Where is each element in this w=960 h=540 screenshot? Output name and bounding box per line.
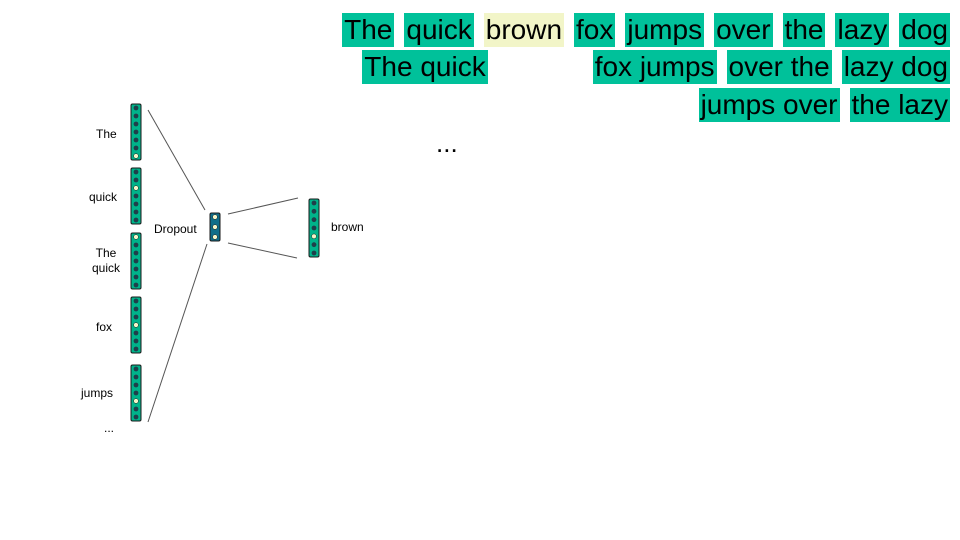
input-vector-fox-dot-1 bbox=[133, 306, 139, 312]
input-vector-the-quick-dot-5 bbox=[133, 274, 139, 280]
token-jumps-over: jumps over bbox=[698, 88, 840, 122]
input-vector-quick-dot-2 bbox=[133, 185, 139, 191]
output-vector-brown-dot-6 bbox=[311, 250, 317, 256]
token-over: over bbox=[714, 13, 773, 47]
token-brown-target: brown bbox=[483, 13, 565, 47]
input-vector-fox-dot-5 bbox=[133, 338, 139, 344]
sentence-row-2: The quick fox jumps over the lazy dog bbox=[362, 50, 950, 84]
input-vector-the-quick-dot-1 bbox=[133, 242, 139, 248]
input-label-the-quick: The quick bbox=[91, 246, 120, 275]
input-vector-the-quick-dot-6 bbox=[133, 282, 139, 288]
sentence-row-1: The quick brown fox jumps over the lazy … bbox=[342, 13, 950, 47]
output-vector-brown bbox=[308, 198, 320, 258]
input-vector-jumps-dot-6 bbox=[133, 414, 139, 420]
input-label-quick: quick bbox=[89, 190, 118, 204]
input-vector-jumps-dot-1 bbox=[133, 374, 139, 380]
token-quick: quick bbox=[404, 13, 474, 47]
input-label-jumps: jumps bbox=[81, 386, 114, 400]
input-vector-the-quick-dot-0 bbox=[133, 234, 139, 240]
dropout-vector-dot-0 bbox=[212, 214, 218, 220]
line-dropout-to-output-top bbox=[227, 197, 299, 215]
dropout-vector-dot-1 bbox=[212, 224, 218, 230]
input-vector-quick bbox=[130, 167, 142, 225]
dropout-vector bbox=[209, 212, 221, 242]
input-label-the: The bbox=[96, 127, 117, 141]
input-vector-quick-dot-5 bbox=[133, 209, 139, 215]
more-rows-ellipsis: ... bbox=[436, 128, 458, 158]
line-the-to-dropout bbox=[147, 109, 206, 211]
input-vector-the-dot-5 bbox=[133, 145, 139, 151]
input-vector-fox bbox=[130, 296, 142, 354]
input-vector-jumps-dot-5 bbox=[133, 406, 139, 412]
input-vector-quick-dot-0 bbox=[133, 169, 139, 175]
input-vector-fox-dot-0 bbox=[133, 298, 139, 304]
token-the-quick: The quick bbox=[362, 50, 488, 84]
input-vector-the-quick bbox=[130, 232, 142, 290]
connections bbox=[147, 109, 299, 423]
input-vector-the-dot-6 bbox=[133, 153, 139, 159]
vectors bbox=[130, 103, 320, 422]
dropout-vector-dot-2 bbox=[212, 234, 218, 240]
dropout-label: Dropout bbox=[154, 222, 197, 236]
sentence-row-3: jumps over the lazy bbox=[698, 88, 950, 122]
input-vector-jumps-dot-4 bbox=[133, 398, 139, 404]
output-vector-brown-dot-4 bbox=[311, 233, 317, 239]
input-vector-jumps-dot-0 bbox=[133, 366, 139, 372]
token-the-lazy: the lazy bbox=[849, 88, 950, 122]
output-vector-brown-dot-5 bbox=[311, 242, 317, 248]
output-vector-brown-dot-2 bbox=[311, 217, 317, 223]
output-vector-brown-dot-3 bbox=[311, 225, 317, 231]
token-lazy: lazy bbox=[835, 13, 890, 47]
input-vector-quick-dot-1 bbox=[133, 177, 139, 183]
input-vector-quick-dot-4 bbox=[133, 201, 139, 207]
token-over-the: over the bbox=[726, 50, 832, 84]
input-vector-the-quick-dot-3 bbox=[133, 258, 139, 264]
token-the-2: the bbox=[782, 13, 826, 47]
input-vector-quick-dot-6 bbox=[133, 217, 139, 223]
token-jumps: jumps bbox=[625, 13, 705, 47]
input-vector-the-quick-dot-4 bbox=[133, 266, 139, 272]
input-vector-jumps-dot-2 bbox=[133, 382, 139, 388]
input-vector-the-quick-dot-2 bbox=[133, 250, 139, 256]
input-vector-the bbox=[130, 103, 142, 161]
input-vector-the-dot-0 bbox=[133, 105, 139, 111]
input-vector-fox-dot-2 bbox=[133, 314, 139, 320]
input-vector-the-dot-3 bbox=[133, 129, 139, 135]
input-vector-fox-dot-6 bbox=[133, 346, 139, 352]
token-fox-jumps: fox jumps bbox=[592, 50, 717, 84]
input-more-ellipsis: ... bbox=[104, 421, 115, 435]
input-vector-the-dot-2 bbox=[133, 121, 139, 127]
token-fox: fox bbox=[574, 13, 616, 47]
output-label-brown: brown bbox=[331, 220, 364, 234]
token-dog: dog bbox=[899, 13, 950, 47]
input-vector-quick-dot-3 bbox=[133, 193, 139, 199]
input-vector-the-dot-4 bbox=[133, 137, 139, 143]
input-vector-fox-dot-3 bbox=[133, 322, 139, 328]
line-jumps-to-dropout bbox=[147, 243, 208, 423]
input-vector-jumps bbox=[130, 364, 142, 422]
output-vector-brown-dot-1 bbox=[311, 208, 317, 214]
input-vector-fox-dot-4 bbox=[133, 330, 139, 336]
line-dropout-to-output-bottom bbox=[227, 242, 298, 259]
input-vector-jumps-dot-3 bbox=[133, 390, 139, 396]
input-vector-the-dot-1 bbox=[133, 113, 139, 119]
token-the: The bbox=[342, 13, 395, 47]
output-vector-brown-dot-0 bbox=[311, 200, 317, 206]
token-lazy-dog: lazy dog bbox=[841, 50, 950, 84]
input-label-fox: fox bbox=[96, 320, 113, 334]
